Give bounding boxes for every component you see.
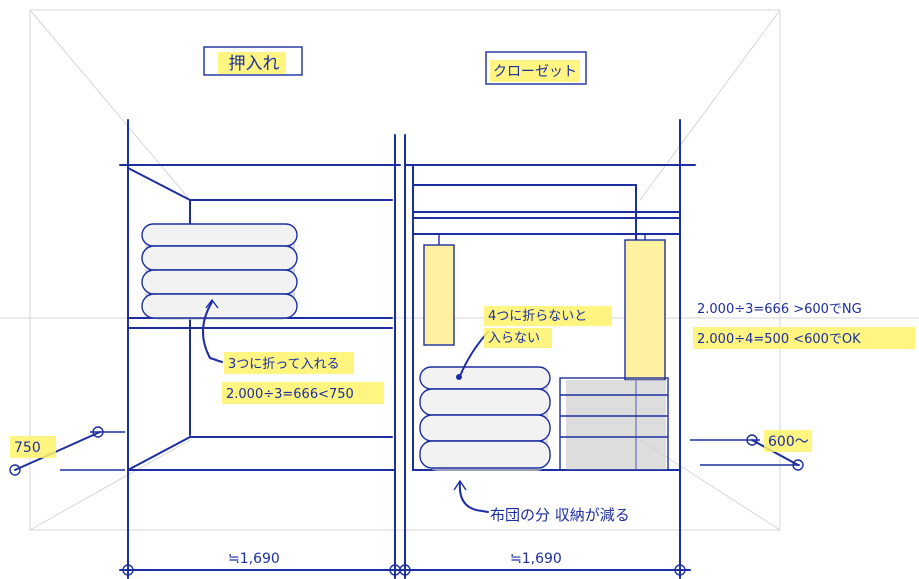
closet-title-text: クローゼット — [493, 64, 577, 80]
width-dimension-lines — [119, 564, 691, 576]
futon-stack-closet — [419, 366, 551, 471]
depth-label-oshiire: 750 — [14, 440, 41, 456]
oshiire-cabinet — [119, 119, 401, 579]
title-oshiire: 押入れ — [203, 46, 303, 76]
note-storage-reduced: 布団の分 収納が減る — [490, 506, 630, 524]
depth-label-closet: 600～ — [768, 434, 809, 450]
width-label-closet: ≒1,690 — [510, 551, 562, 567]
hanging-clothes — [423, 234, 666, 381]
oshiire-title-text: 押入れ — [229, 54, 280, 74]
storage-drawers — [559, 377, 669, 471]
note-closet-calc-ng: 2.000÷3=666 >600でNG — [697, 302, 862, 317]
note-closet-calc-ok: 2.000÷4=500 <600でOK — [697, 332, 861, 347]
width-label-oshiire: ≒1,690 — [228, 551, 280, 567]
note-fold-in-three: 3つに折って入れる — [228, 357, 340, 372]
note-fold-in-four-line2: 入らない — [488, 331, 540, 346]
title-closet: クローゼット — [485, 51, 587, 85]
note-oshiire-calculation: 2.000÷3=666<750 — [226, 387, 354, 402]
depth-dimension-closet — [690, 434, 804, 471]
futon-stack-oshiire — [141, 223, 298, 320]
depth-dimension-oshiire — [9, 426, 125, 476]
note-fold-in-four-line1: 4つに折らないと — [488, 309, 587, 324]
